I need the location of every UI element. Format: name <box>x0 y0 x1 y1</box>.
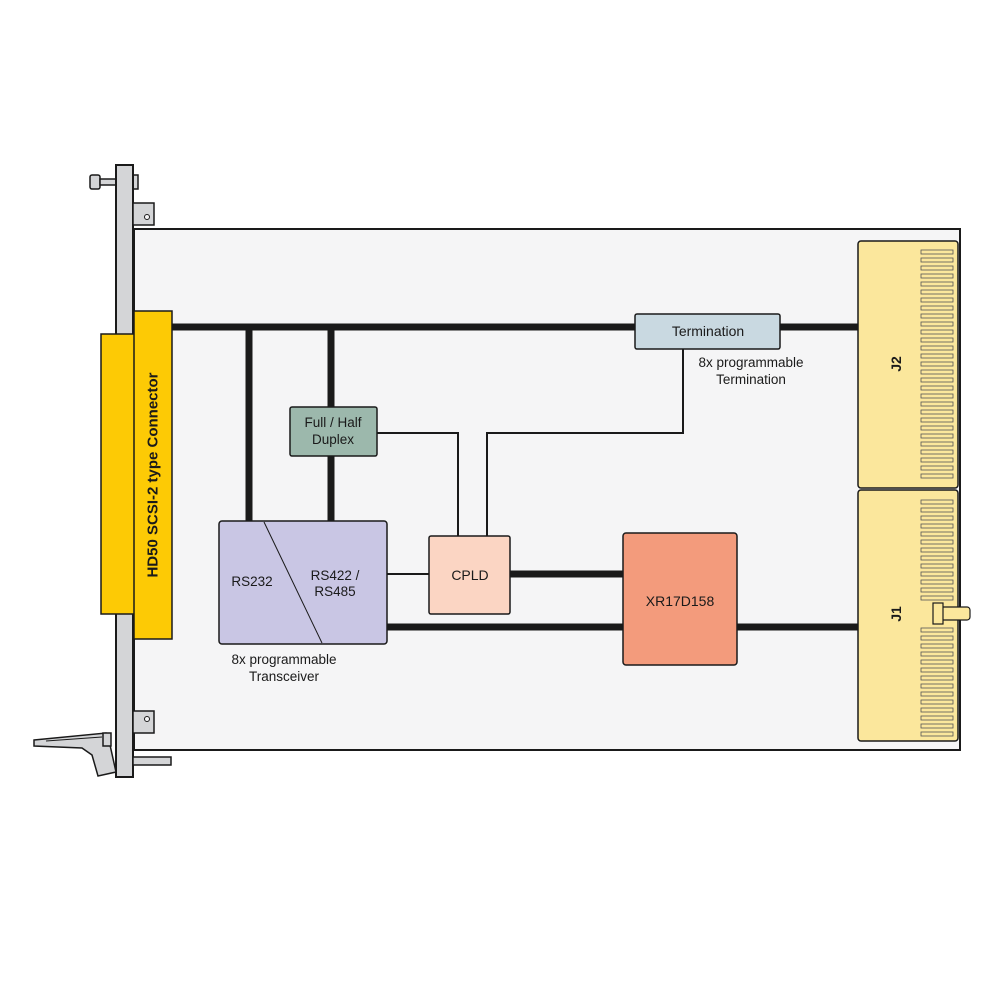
bottom-rail <box>132 756 172 766</box>
connector-pin <box>920 337 954 343</box>
cpld-block <box>428 535 511 615</box>
connector-pin <box>920 369 954 375</box>
connector-pin <box>920 563 954 569</box>
transceiver-block <box>218 520 388 645</box>
connector-pin <box>920 313 954 319</box>
connector-pin <box>920 515 954 521</box>
connector-pin <box>920 643 954 649</box>
connector-pin <box>920 579 954 585</box>
termination-note-line1: 8x programmable <box>698 355 803 370</box>
duplex-label-line1: Full / Half <box>304 415 361 430</box>
termination-block <box>634 313 781 350</box>
termination-control-line <box>486 349 684 536</box>
transceiver-divider <box>263 521 323 644</box>
control-lines <box>377 349 684 575</box>
connector-pin <box>920 507 954 513</box>
rs422-label-line1: RS422 / <box>311 568 360 583</box>
j1-pin-group <box>920 499 954 737</box>
uart-block <box>622 532 738 666</box>
duplex-label-line2: Duplex <box>312 432 354 447</box>
connector-pin <box>920 257 954 263</box>
connector-pin <box>920 321 954 327</box>
j2-pin-group <box>920 249 954 479</box>
connector-pin <box>920 345 954 351</box>
connector-pin <box>920 651 954 657</box>
connector-pin <box>920 659 954 665</box>
connector-pin <box>920 499 954 505</box>
front-connector-label: HD50 SCSI-2 type Connector <box>145 372 162 577</box>
top-screw-head <box>89 174 101 190</box>
connector-pin <box>920 555 954 561</box>
j1-key-base <box>932 602 944 625</box>
connector-pin <box>920 273 954 279</box>
ejector-pivot <box>102 732 112 747</box>
connector-pin <box>920 401 954 407</box>
connector-pin <box>920 539 954 545</box>
connector-pin <box>920 361 954 367</box>
front-connector <box>133 310 173 640</box>
bottom-bracket-hole <box>144 716 150 722</box>
connector-pin <box>920 731 954 737</box>
pcb-board <box>133 228 961 751</box>
connector-pin <box>920 297 954 303</box>
connector-pin <box>920 417 954 423</box>
duplex-to-cpld-line <box>377 432 459 536</box>
connector-pin <box>920 409 954 415</box>
connector-pin <box>920 635 954 641</box>
connector-pin <box>920 441 954 447</box>
top-bracket <box>132 202 155 226</box>
j2-label: J2 <box>888 356 904 372</box>
connector-pin <box>920 595 954 601</box>
connector-pin <box>920 289 954 295</box>
termination-label: Termination <box>672 323 744 339</box>
connector-pin <box>920 723 954 729</box>
connector-pin <box>920 425 954 431</box>
backplane-connectors: J2 J1 <box>857 240 971 742</box>
connector-pin <box>920 393 954 399</box>
connector-pin <box>920 473 954 479</box>
connector-pin <box>920 571 954 577</box>
ejector-handle-detail <box>45 736 103 742</box>
connector-pin <box>920 385 954 391</box>
connector-pin <box>920 587 954 593</box>
connector-pin <box>920 691 954 697</box>
connector-pin <box>920 683 954 689</box>
connector-pin <box>920 707 954 713</box>
duplex-block <box>289 406 378 457</box>
connector-pin <box>920 449 954 455</box>
termination-note-line2: Termination <box>716 372 786 387</box>
bottom-bracket <box>132 710 155 734</box>
connector-pin <box>920 265 954 271</box>
top-bracket-hole <box>144 214 150 220</box>
connector-pin <box>920 523 954 529</box>
connector-pin <box>920 433 954 439</box>
connector-pin <box>920 465 954 471</box>
front-connector-back-shell <box>100 333 136 615</box>
connector-pin <box>920 249 954 255</box>
connector-pin <box>920 377 954 383</box>
uart-label: XR17D158 <box>646 593 715 609</box>
connector-pin <box>920 329 954 335</box>
connector-pin <box>920 675 954 681</box>
connector-pin <box>920 715 954 721</box>
j1-label: J1 <box>888 606 904 622</box>
connector-pin <box>920 699 954 705</box>
cpld-label: CPLD <box>451 567 488 583</box>
transceiver-note-line1: 8x programmable <box>231 652 336 667</box>
rs422-label-line2: RS485 <box>314 584 355 599</box>
connector-pin <box>920 457 954 463</box>
connector-pin <box>920 547 954 553</box>
connector-pin <box>920 627 954 633</box>
connector-pin <box>920 353 954 359</box>
rs232-label: RS232 <box>231 574 272 589</box>
connector-pin <box>920 667 954 673</box>
transceiver-note-line2: Transceiver <box>249 669 320 684</box>
connector-pin <box>920 281 954 287</box>
connector-pin <box>920 305 954 311</box>
connector-pin <box>920 531 954 537</box>
